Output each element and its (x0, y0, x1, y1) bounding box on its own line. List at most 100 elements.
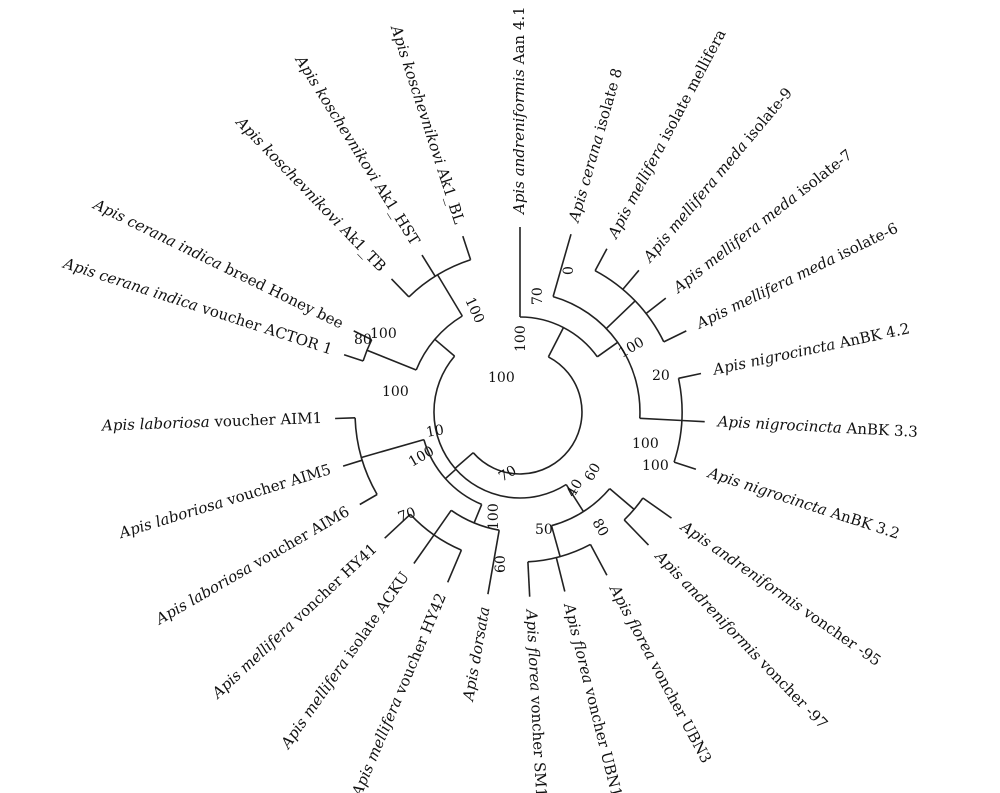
branch-line (487, 530, 500, 595)
branch-line (446, 549, 463, 583)
leaf-label: Apis mellifera meda isolate-7 (668, 146, 855, 298)
species-name: Apis florea (560, 600, 598, 686)
support-value: 60 (582, 461, 605, 484)
species-name: Apis andreniformis (510, 69, 528, 216)
support-value: 100 (632, 436, 659, 452)
branch-line (645, 297, 667, 315)
tree-branches (335, 227, 705, 597)
support-value: 100 (382, 384, 409, 400)
specimen-id: AnBK 3.2 (824, 502, 902, 543)
leaf-label: Apis mellifera meda isolate-6 (692, 219, 901, 333)
support-value: 100 (370, 326, 397, 342)
branch-line (454, 452, 474, 470)
branch-line (552, 233, 572, 297)
species-name: Apis mellifera (347, 694, 406, 793)
species-name: Apis koschevnikovi (386, 21, 449, 166)
leaf-label: Apis mellifera meda isolate-9 (638, 84, 796, 267)
leaf-label: Apis koschevnikovi Ak1_BL (386, 21, 468, 226)
branch-line (444, 468, 457, 480)
support-value: 70 (530, 287, 546, 305)
specimen-id: isolate 8 (590, 66, 626, 138)
branch-line (663, 330, 687, 343)
branch-line (527, 561, 531, 597)
specimen-id: voucher HY42 (389, 590, 450, 701)
support-value: 70 (496, 463, 519, 486)
support-value: 100 (616, 334, 647, 361)
leaf-label: Apis florea voncher SM19 (522, 607, 550, 793)
branch-line (622, 269, 640, 290)
specimen-id: isolate-7 (790, 146, 856, 203)
support-value: 100 (488, 370, 515, 386)
support-value: 80 (354, 332, 372, 348)
species-name: Apis laboriosa (151, 559, 255, 629)
leaf-label: Apis laboriosa voucher AIM1 (100, 409, 323, 435)
branch-arc (472, 356, 583, 475)
branch-line (462, 235, 472, 261)
specimen-id: voncher SM19 (527, 691, 551, 793)
leaf-label: Apis nigrocincta AnBK 4.2 (710, 319, 912, 379)
specimen-id: voucher AIM5 (220, 460, 333, 510)
branch-line (353, 330, 373, 341)
branch-arc (594, 269, 665, 343)
branch-line (639, 417, 682, 422)
specimen-id: voucher AIM1 (209, 409, 322, 431)
leaf-label: Apis cerana isolate 8 (564, 66, 626, 226)
support-value: 10 (425, 422, 445, 441)
leaf-label: Apis florea voncher UBN1 (560, 600, 626, 793)
specimen-id: Ak1_HST (369, 175, 424, 248)
species-name: Apis laboriosa (100, 413, 210, 435)
branch-line (413, 534, 435, 564)
support-value: 50 (535, 522, 553, 538)
branch-line (343, 354, 364, 362)
species-name: Apis laboriosa (115, 493, 225, 542)
species-name: Apis nigrocincta (710, 335, 837, 379)
specimen-id: voncher UBN3 (644, 654, 715, 766)
leaf-label: Apis dorsata (459, 605, 494, 704)
support-value: 100 (513, 325, 529, 352)
branch-line (436, 274, 463, 317)
branch-line (673, 461, 697, 470)
branch-line (473, 504, 483, 524)
specimen-id: isolate-9 (737, 84, 796, 149)
branch-line (642, 497, 672, 519)
leaf-label: Apis andreniformis Aan 4.1 (510, 6, 528, 216)
species-name: Apis koschevnikovi (231, 112, 346, 230)
branch-line (390, 278, 410, 298)
branch-line (596, 341, 619, 358)
branch-line (384, 513, 411, 539)
branch-line (565, 484, 585, 512)
species-name: Apis nigrocincta (704, 463, 830, 519)
species-name: Apis koschevnikovi (291, 51, 384, 185)
leaf-label: Apis nigrocincta AnBK 3.2 (704, 463, 902, 543)
species-name: Apis cerana (564, 133, 607, 226)
branch-line (547, 327, 565, 358)
support-value: 70 (396, 505, 418, 526)
support-value: 100 (461, 295, 487, 326)
branch-line (678, 372, 702, 380)
branch-line (681, 419, 705, 423)
leaf-label: Apis koschevnikovi Ak1_TB (231, 112, 390, 275)
leaf-label: Apis mellifera isolate mellifera (603, 26, 729, 242)
species-name: Apis mellifera (207, 617, 298, 704)
species-name: Apis dorsata (459, 605, 494, 704)
branch-line (623, 519, 650, 546)
branch-line (359, 493, 378, 506)
specimen-id: voncher -97 (752, 652, 831, 733)
branch-arc (433, 355, 567, 499)
support-value: 80 (589, 516, 612, 539)
support-value: 40 (564, 477, 587, 500)
leaf-label: Apis nigrocincta AnBK 3.3 (715, 412, 918, 441)
specimen-id: voucher AIM6 (246, 502, 352, 574)
branch-line (605, 300, 636, 330)
specimen-id: voncher -95 (796, 601, 884, 670)
support-value: 60 (493, 555, 509, 573)
species-name: Apis florea (605, 580, 660, 662)
branch-line (421, 254, 436, 277)
species-name: Apis florea (522, 607, 544, 692)
branch-line (594, 248, 608, 272)
species-name: Apis cerana indica (59, 254, 200, 315)
specimen-id: Ak1_BL (432, 161, 469, 226)
support-value: 100 (406, 443, 437, 470)
